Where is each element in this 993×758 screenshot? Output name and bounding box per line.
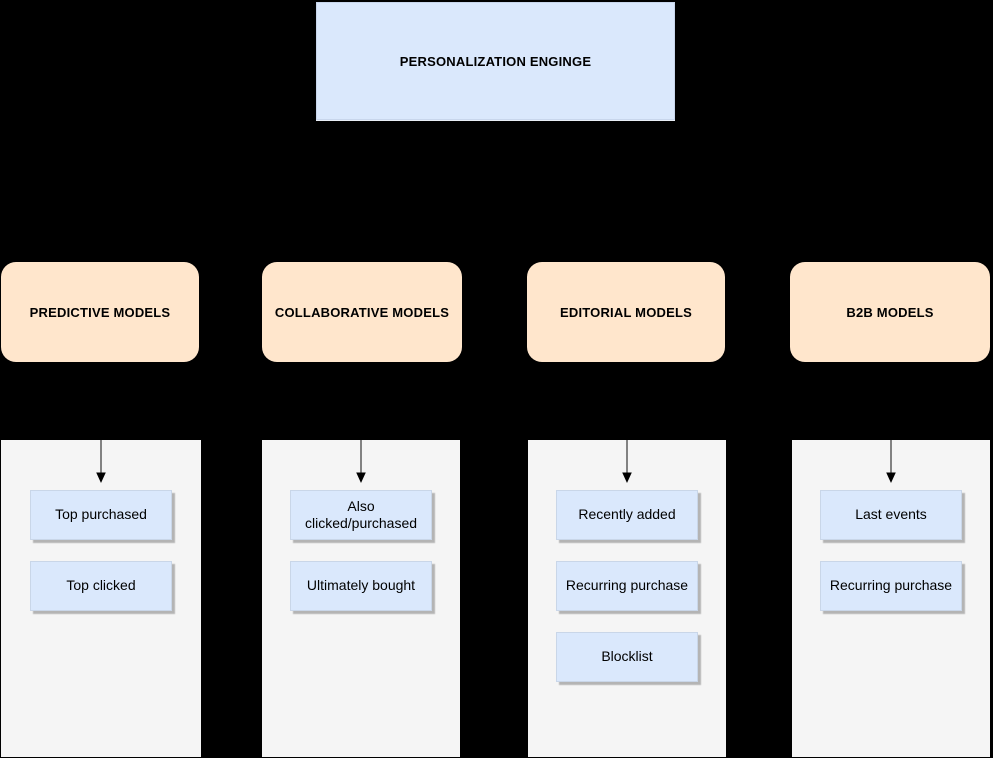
model-item-node: Ultimately bought bbox=[290, 561, 432, 611]
root-node-label: PERSONALIZATION ENGINGE bbox=[399, 53, 592, 69]
category-node-label: B2B MODELS bbox=[846, 304, 934, 320]
category-node-collaborative-models: COLLABORATIVE MODELS bbox=[262, 262, 462, 362]
down-arrow-icon bbox=[886, 440, 896, 483]
root-node-personalization-engine: PERSONALIZATION ENGINGE bbox=[316, 2, 675, 120]
category-node-label: PREDICTIVE MODELS bbox=[29, 304, 171, 320]
model-item-node: Top purchased bbox=[30, 490, 172, 540]
down-arrow-icon bbox=[622, 440, 632, 483]
down-arrow-icon bbox=[356, 440, 366, 483]
model-item-node: Blocklist bbox=[556, 632, 698, 682]
category-node-label: EDITORIAL MODELS bbox=[559, 304, 692, 320]
model-item-node: Recurring purchase bbox=[820, 561, 962, 611]
model-item-node: Top clicked bbox=[30, 561, 172, 611]
category-node-predictive-models: PREDICTIVE MODELS bbox=[1, 262, 199, 362]
category-node-label: COLLABORATIVE MODELS bbox=[274, 304, 450, 320]
category-node-b2b-models: B2B MODELS bbox=[790, 262, 990, 362]
model-item-node: Last events bbox=[820, 490, 962, 540]
model-item-node: Recently added bbox=[556, 490, 698, 540]
down-arrow-icon bbox=[96, 440, 106, 483]
category-node-editorial-models: EDITORIAL MODELS bbox=[527, 262, 725, 362]
model-item-node: Also clicked/purchased bbox=[290, 490, 432, 540]
model-item-node: Recurring purchase bbox=[556, 561, 698, 611]
